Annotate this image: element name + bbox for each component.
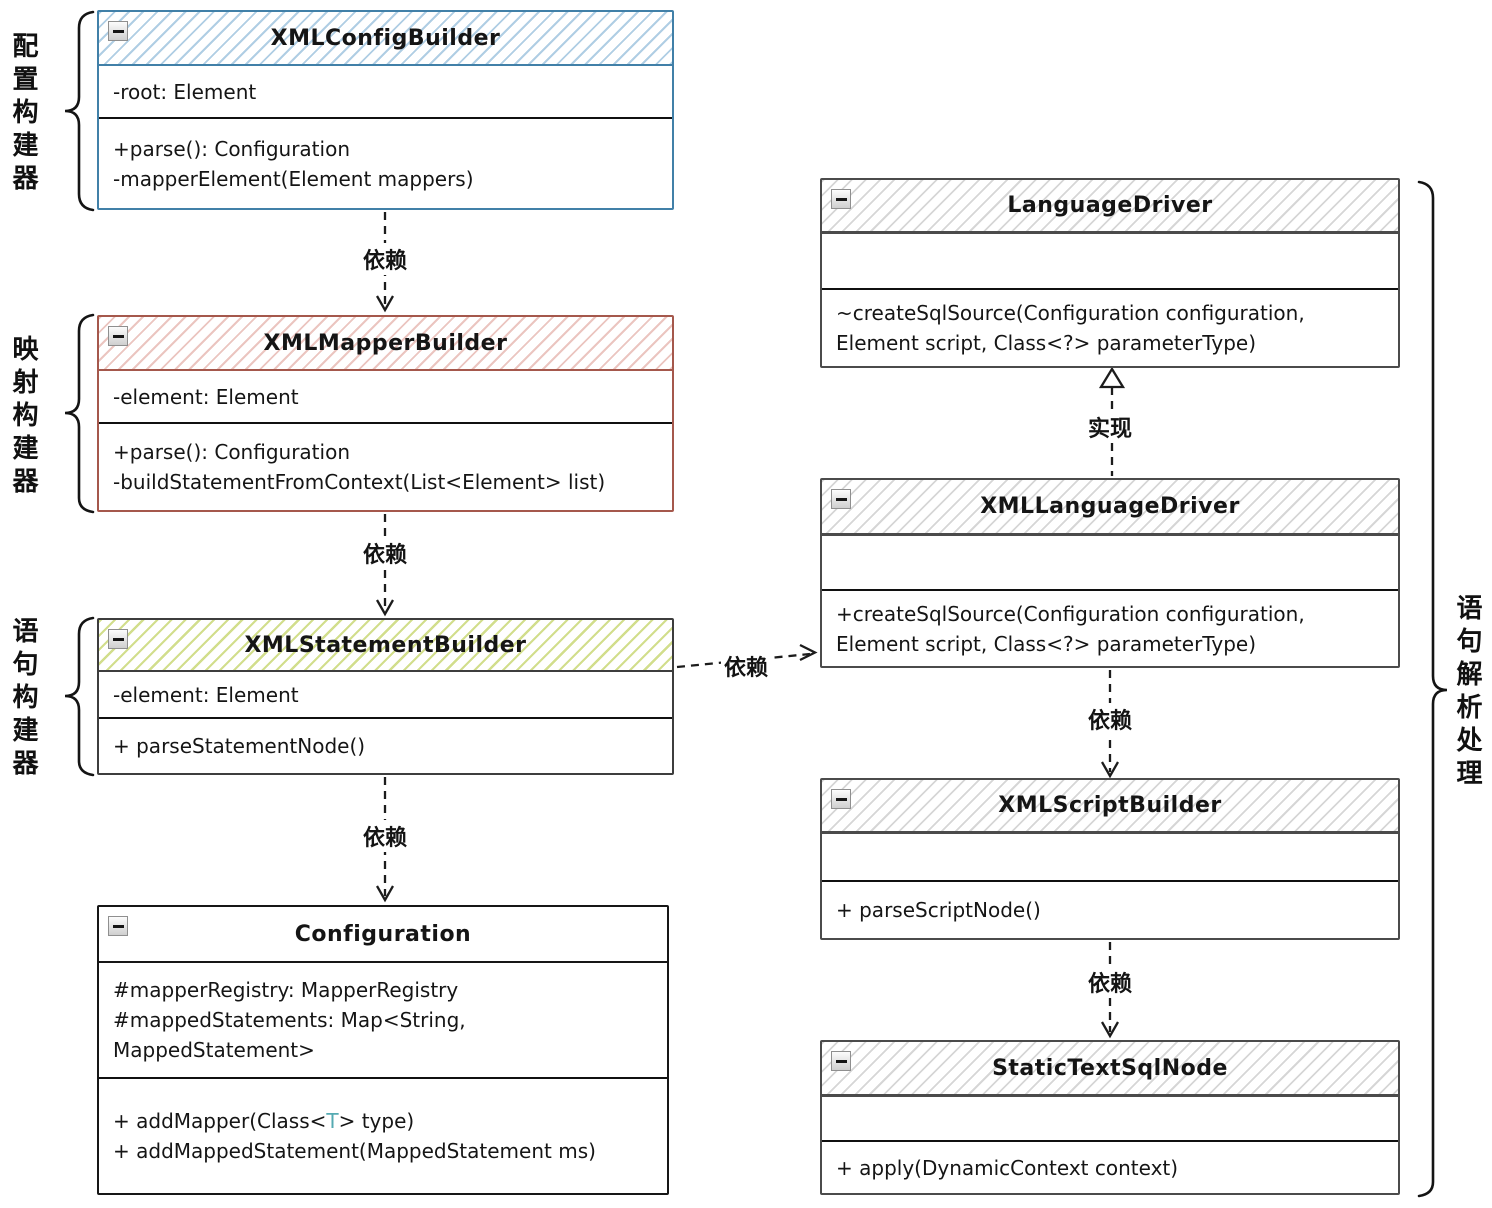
arrowhead-icon — [376, 295, 394, 313]
class-header: XMLScriptBuilder — [822, 780, 1398, 834]
class-box-xmllanguagedriver[interactable]: XMLLanguageDriver +createSqlSource(Confi… — [820, 478, 1400, 668]
class-box-configuration[interactable]: Configuration #mapperRegistry: MapperReg… — [97, 905, 669, 1195]
class-method: + parseStatementNode() — [113, 734, 366, 758]
methods-section: +createSqlSource(Configuration configura… — [822, 591, 1398, 666]
arrowhead-icon — [1101, 761, 1119, 779]
class-attribute: -root: Element — [113, 79, 257, 104]
edge-label-dependency: 依赖 — [359, 243, 411, 275]
class-attribute: -element: Element — [113, 384, 299, 409]
class-method: +createSqlSource(Configuration configura… — [836, 601, 1305, 656]
class-header: XMLMapperBuilder — [99, 317, 672, 371]
collapse-icon[interactable] — [831, 789, 851, 809]
collapse-icon[interactable] — [108, 326, 128, 346]
edge-label-dependency: 依赖 — [1084, 966, 1136, 998]
class-method: +parse(): Configuration — [113, 440, 350, 464]
class-name: XMLScriptBuilder — [998, 793, 1222, 818]
class-box-xmlscriptbuilder[interactable]: XMLScriptBuilder + parseScriptNode() — [820, 778, 1400, 940]
class-name: LanguageDriver — [1007, 193, 1213, 218]
class-header: LanguageDriver — [822, 180, 1398, 234]
edge-label-realization: 实现 — [1084, 411, 1136, 443]
arrowhead-icon — [376, 599, 394, 617]
class-method: + addMappedStatement(MappedStatement ms) — [113, 1139, 596, 1163]
collapse-icon[interactable] — [831, 1051, 851, 1071]
attributes-section — [822, 834, 1398, 882]
attributes-section — [822, 234, 1398, 290]
class-name: XMLStatementBuilder — [244, 632, 527, 658]
attributes-section — [822, 1097, 1398, 1142]
collapse-icon[interactable] — [831, 489, 851, 509]
methods-section: ~createSqlSource(Configuration configura… — [822, 290, 1398, 366]
left-brace-mapper — [64, 313, 95, 514]
edge-label-dependency: 依赖 — [1084, 703, 1136, 735]
edge-label-dependency: 依赖 — [720, 650, 772, 682]
left-brace-statement — [64, 616, 95, 777]
arrowhead-icon — [376, 885, 394, 903]
class-method: + apply(DynamicContext context) — [836, 1155, 1179, 1180]
class-attribute: -element: Element — [113, 682, 299, 707]
edge-label-dependency: 依赖 — [359, 537, 411, 569]
class-method: + parseScriptNode() — [836, 898, 1041, 922]
left-brace-config — [64, 10, 95, 212]
methods-section: + apply(DynamicContext context) — [822, 1142, 1398, 1193]
arrowhead-icon — [799, 643, 818, 662]
class-name: XMLLanguageDriver — [980, 494, 1240, 519]
class-method: + addMapper(Class<T> type) — [113, 1109, 415, 1133]
attributes-section: #mapperRegistry: MapperRegistry #mappedSt… — [99, 963, 667, 1079]
arrowhead-icon — [1101, 1021, 1119, 1039]
methods-section: +parse(): Configuration -buildStatementFr… — [99, 424, 672, 510]
group-label-config-builder: 配置构建器 — [8, 32, 38, 197]
collapse-icon[interactable] — [831, 189, 851, 209]
class-header: XMLStatementBuilder — [99, 620, 672, 672]
collapse-icon[interactable] — [108, 629, 128, 649]
class-name: XMLConfigBuilder — [270, 25, 501, 51]
class-box-xmlmapperbuilder[interactable]: XMLMapperBuilder -element: Element +pars… — [97, 315, 674, 512]
methods-section: + parseStatementNode() — [99, 719, 672, 773]
methods-section: + addMapper(Class<T> type) + addMappedSta… — [99, 1079, 667, 1193]
class-name: XMLMapperBuilder — [263, 330, 508, 356]
class-box-statictextsqlnode[interactable]: StaticTextSqlNode + apply(DynamicContext… — [820, 1040, 1400, 1195]
collapse-icon[interactable] — [108, 916, 128, 936]
attributes-section — [822, 536, 1398, 591]
class-header: XMLLanguageDriver — [822, 480, 1398, 536]
methods-section: +parse(): Configuration -mapperElement(El… — [99, 119, 672, 208]
attributes-section: -element: Element — [99, 371, 672, 424]
realization-triangle-icon — [1098, 366, 1126, 389]
class-attribute: #mappedStatements: Map<String, MappedSta… — [113, 1008, 466, 1062]
group-label-statement-builder: 语句构建器 — [8, 617, 38, 782]
group-label-mapper-builder: 映射构建器 — [8, 335, 38, 500]
class-name: StaticTextSqlNode — [992, 1055, 1228, 1081]
class-box-languagedriver[interactable]: LanguageDriver ~createSqlSource(Configur… — [820, 178, 1400, 368]
class-method: -buildStatementFromContext(List<Element>… — [113, 470, 606, 494]
class-method: +parse(): Configuration — [113, 136, 350, 161]
right-brace-parsing — [1417, 180, 1448, 1198]
collapse-icon[interactable] — [108, 21, 128, 41]
class-header: Configuration — [99, 907, 667, 963]
class-name: Configuration — [294, 921, 472, 947]
class-attribute: #mapperRegistry: MapperRegistry — [113, 978, 459, 1002]
methods-section: + parseScriptNode() — [822, 882, 1398, 938]
class-box-xmlconfigbuilder[interactable]: XMLConfigBuilder -root: Element +parse()… — [97, 10, 674, 210]
class-box-xmlstatementbuilder[interactable]: XMLStatementBuilder -element: Element + … — [97, 618, 674, 775]
class-header: XMLConfigBuilder — [99, 12, 672, 66]
attributes-section: -element: Element — [99, 672, 672, 719]
class-header: StaticTextSqlNode — [822, 1042, 1398, 1097]
class-method: ~createSqlSource(Configuration configura… — [836, 301, 1305, 355]
class-method: -mapperElement(Element mappers) — [113, 166, 474, 191]
edge-label-dependency: 依赖 — [359, 820, 411, 852]
group-label-statement-parsing: 语句解析处理 — [1452, 594, 1482, 792]
attributes-section: -root: Element — [99, 66, 672, 119]
